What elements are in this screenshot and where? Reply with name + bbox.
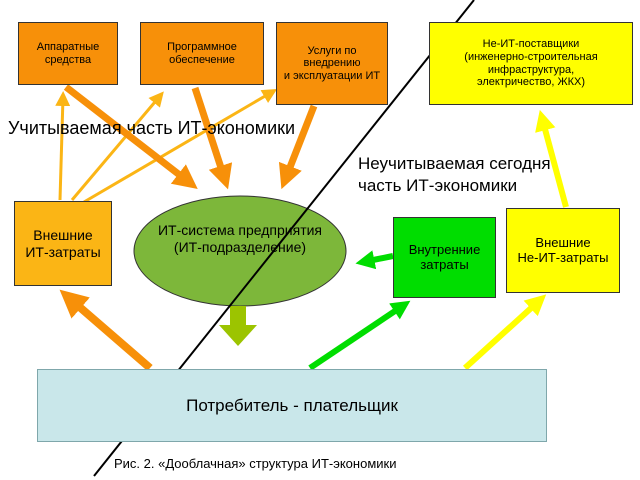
hardware-label: Аппаратные средства — [36, 40, 100, 66]
internal-costs-label: Внутренние затраты — [408, 241, 481, 272]
arrow-ext-to-software — [70, 91, 164, 201]
arrow-consumer-to-external-non-it — [462, 294, 547, 371]
accounted-part-label: Учитываемая часть ИТ-экономики — [8, 118, 296, 138]
arrow-consumer-to-external-it — [59, 289, 153, 372]
non-it-suppliers-box: Не-ИТ-поставщики (инженерно-строительная… — [429, 22, 633, 105]
software-label: Программное обеспечение — [167, 40, 237, 66]
services-box: Услуги по внедрению и эксплуатации ИТ — [276, 22, 388, 105]
arrow-services-to-system — [278, 104, 318, 190]
figure-caption: Рис. 2. «Дооблачная» структура ИТ-эконом… — [114, 456, 397, 471]
software-box: Программное обеспечение — [140, 22, 264, 85]
consumer-payer-label: Потребитель - плательщик — [186, 395, 398, 415]
arrow-external-non-it-to-suppliers — [535, 109, 569, 208]
arrow-system-to-consumer-shaft — [230, 306, 246, 326]
arrow-ext-to-services — [83, 88, 278, 204]
external-non-it-costs-box: Внешние Не-ИТ-затраты — [506, 208, 620, 293]
arrow-system-to-consumer-head — [219, 325, 257, 346]
arrow-software-to-system — [191, 86, 233, 190]
services-label: Услуги по внедрению и эксплуатации ИТ — [283, 44, 381, 82]
arrow-ext-to-hardware — [55, 91, 71, 201]
non-it-suppliers-label: Не-ИТ-поставщики (инженерно-строительная… — [464, 38, 598, 89]
arrow-consumer-to-internal — [308, 300, 411, 371]
consumer-payer-box: Потребитель - плательщик — [37, 369, 547, 442]
external-it-costs-label: Внешние ИТ-затраты — [25, 227, 101, 260]
external-it-costs-box: Внешние ИТ-затраты — [14, 201, 112, 286]
arrow-hardware-to-system — [63, 84, 198, 189]
enterprise-it-system-label: ИТ-система предприятия (ИТ-подразделение… — [157, 222, 323, 255]
unaccounted-part-label: Неучитываемая сегодня часть ИТ-экономики — [358, 154, 551, 196]
internal-costs-box: Внутренние затраты — [393, 217, 496, 298]
arrow-internal-to-system — [355, 250, 394, 270]
hardware-box: Аппаратные средства — [18, 22, 118, 85]
external-non-it-costs-label: Внешние Не-ИТ-затраты — [517, 234, 609, 265]
